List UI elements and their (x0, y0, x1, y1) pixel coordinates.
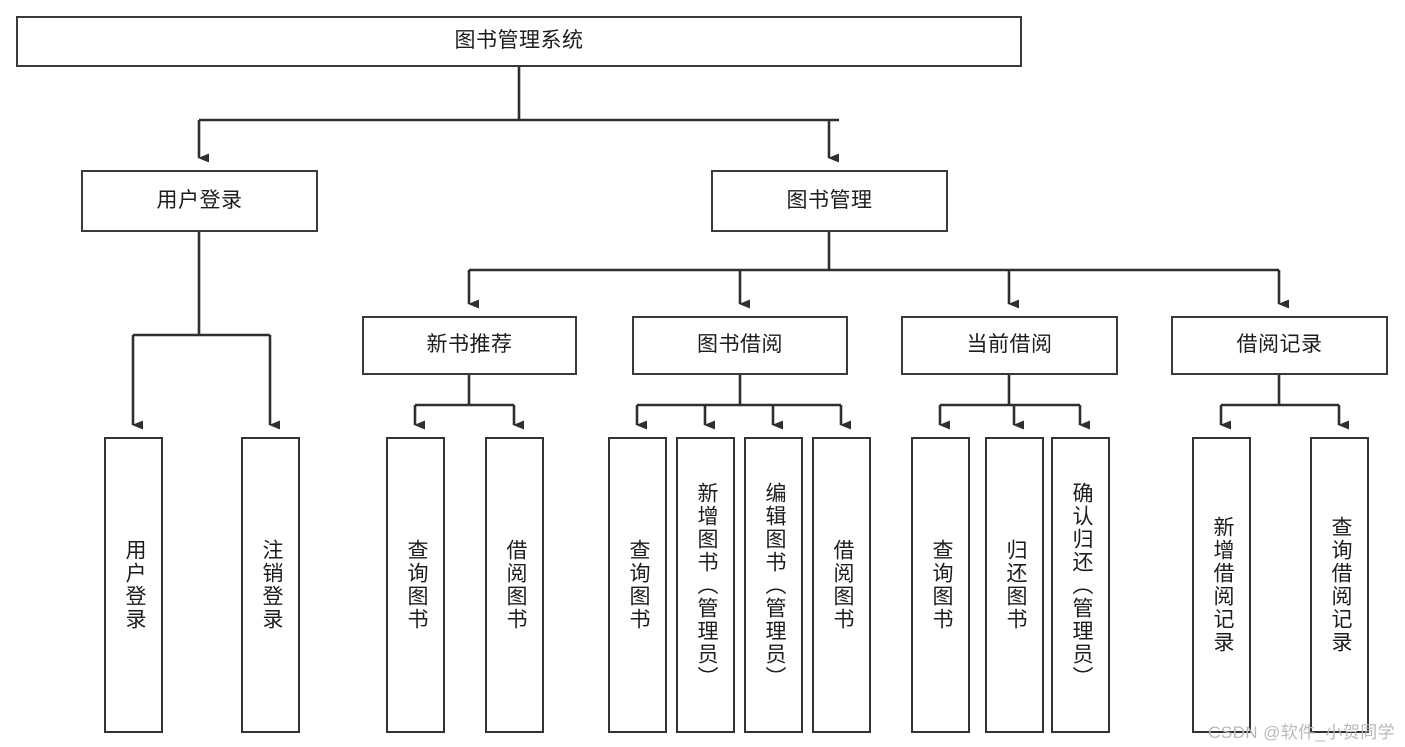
node-leaf-add-book[interactable]: 新增图书（管理员） (676, 437, 735, 733)
node-borrow-record-label: 借阅记录 (1236, 333, 1323, 357)
node-leaf-query-book-rec[interactable]: 查询图书 (386, 437, 445, 733)
node-leaf-query-book-current[interactable]: 查询图书 (911, 437, 970, 733)
node-leaf-logout-label: 注销登录 (259, 539, 283, 631)
node-book-manage[interactable]: 图书管理 (711, 170, 948, 232)
node-leaf-edit-book[interactable]: 编辑图书（管理员） (744, 437, 803, 733)
node-leaf-user-login-label: 用户登录 (122, 539, 146, 631)
node-leaf-add-book-label: 新增图书（管理员） (694, 481, 718, 689)
node-current-borrow-label: 当前借阅 (966, 333, 1053, 357)
node-root-label: 图书管理系统 (454, 29, 584, 53)
node-leaf-borrow-book-rec-label: 借阅图书 (503, 539, 527, 631)
node-leaf-edit-book-label: 编辑图书（管理员） (762, 481, 786, 689)
node-leaf-query-book-borrow-label: 查询图书 (626, 539, 650, 631)
node-leaf-query-book-rec-label: 查询图书 (404, 539, 428, 631)
node-leaf-query-book-borrow[interactable]: 查询图书 (608, 437, 667, 733)
node-book-manage-label: 图书管理 (786, 188, 873, 212)
node-leaf-return-book-label: 归还图书 (1003, 539, 1027, 631)
node-leaf-query-record[interactable]: 查询借阅记录 (1310, 437, 1369, 733)
node-new-book-rec-label: 新书推荐 (426, 333, 513, 357)
node-user-login-label: 用户登录 (156, 188, 243, 212)
node-leaf-query-record-label: 查询借阅记录 (1328, 516, 1352, 654)
node-borrow-record[interactable]: 借阅记录 (1171, 316, 1388, 375)
node-current-borrow[interactable]: 当前借阅 (901, 316, 1118, 375)
node-book-borrow[interactable]: 图书借阅 (632, 316, 848, 375)
csdn-watermark: CSDN @软件_小贺同学 (1208, 723, 1395, 742)
node-new-book-rec[interactable]: 新书推荐 (362, 316, 577, 375)
node-leaf-user-login[interactable]: 用户登录 (104, 437, 163, 733)
node-leaf-confirm-return-label: 确认归还（管理员） (1069, 481, 1093, 689)
node-leaf-add-record[interactable]: 新增借阅记录 (1192, 437, 1251, 733)
node-leaf-logout[interactable]: 注销登录 (241, 437, 300, 733)
node-leaf-borrow-book-rec[interactable]: 借阅图书 (485, 437, 544, 733)
node-leaf-borrow-book[interactable]: 借阅图书 (812, 437, 871, 733)
node-leaf-query-book-current-label: 查询图书 (929, 539, 953, 631)
node-leaf-return-book[interactable]: 归还图书 (985, 437, 1044, 733)
node-book-borrow-label: 图书借阅 (697, 333, 783, 357)
node-user-login[interactable]: 用户登录 (81, 170, 318, 232)
node-leaf-confirm-return[interactable]: 确认归还（管理员） (1051, 437, 1110, 733)
node-leaf-borrow-book-label: 借阅图书 (830, 539, 854, 631)
node-leaf-add-record-label: 新增借阅记录 (1210, 516, 1234, 654)
node-root[interactable]: 图书管理系统 (16, 16, 1022, 67)
